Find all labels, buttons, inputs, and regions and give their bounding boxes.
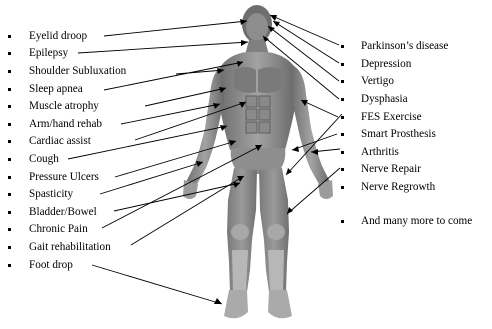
bullet	[341, 186, 344, 189]
bullet	[341, 151, 344, 154]
bullet	[341, 45, 344, 48]
bullet	[8, 228, 11, 231]
bullet	[8, 35, 11, 38]
bullet	[8, 140, 11, 143]
bullet	[341, 168, 344, 171]
right-arm	[292, 66, 330, 186]
bullet	[8, 88, 11, 91]
bullet	[341, 116, 344, 119]
bullet	[8, 246, 11, 249]
bullet	[341, 63, 344, 66]
bullet	[341, 98, 344, 101]
left-foot	[224, 290, 248, 318]
bullet	[8, 70, 11, 73]
human-body	[183, 5, 333, 318]
bullet	[8, 105, 11, 108]
bullet	[8, 123, 11, 126]
bullet	[8, 193, 11, 196]
bullet	[341, 220, 344, 223]
bullet	[8, 264, 11, 267]
bullet	[8, 211, 11, 214]
bullet	[8, 158, 11, 161]
bullet	[8, 52, 11, 55]
bullet	[341, 80, 344, 83]
right-foot	[268, 290, 292, 318]
bullet	[341, 133, 344, 136]
bullet	[8, 176, 11, 179]
